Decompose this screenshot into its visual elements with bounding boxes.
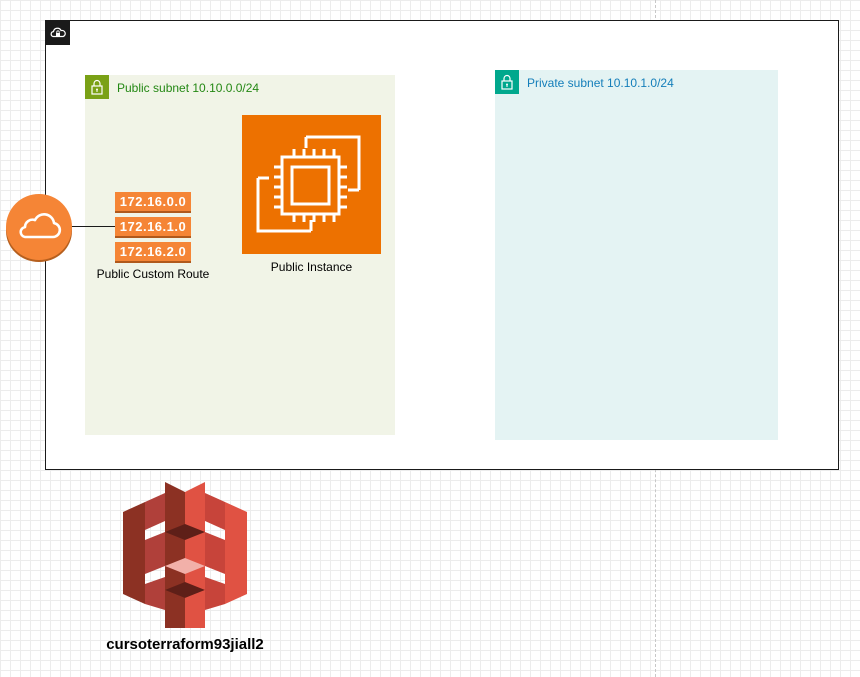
private-subnet[interactable]: Private subnet 10.10.1.0/24	[495, 70, 778, 440]
lock-icon	[495, 70, 519, 94]
route-row: 172.16.2.0	[115, 242, 191, 263]
s3-bucket-icon[interactable]	[123, 480, 247, 630]
route-table[interactable]: 172.16.0.0 172.16.1.0 172.16.2.0	[115, 192, 191, 267]
ec2-instance-label: Public Instance	[270, 260, 353, 274]
route-row: 172.16.0.0	[115, 192, 191, 213]
internet-gateway-cloud-icon[interactable]	[4, 192, 74, 262]
s3-bucket-label: cursoterraform93jiall2	[106, 636, 264, 653]
public-subnet-title: Public subnet 10.10.0.0/24	[117, 81, 260, 95]
route-row: 172.16.1.0	[115, 217, 191, 238]
private-subnet-title: Private subnet 10.10.1.0/24	[527, 76, 674, 90]
route-table-label: Public Custom Route	[96, 267, 210, 281]
igw-to-route-connector[interactable]	[70, 226, 116, 227]
ec2-instance-icon[interactable]	[242, 115, 381, 254]
lock-cloud-icon	[46, 21, 70, 45]
lock-icon	[85, 75, 109, 99]
